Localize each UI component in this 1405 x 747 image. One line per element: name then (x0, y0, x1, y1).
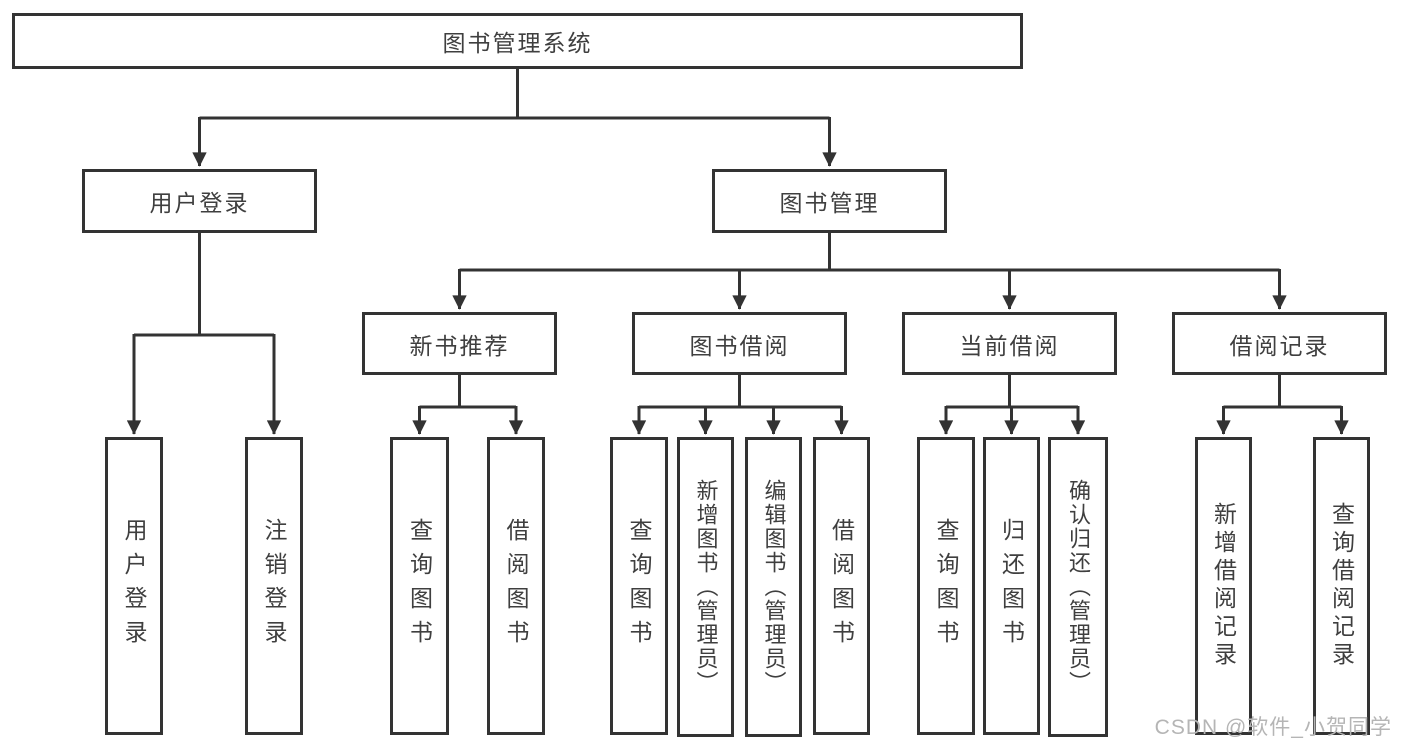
leaf-cur-query-books: 查询图书 (917, 437, 975, 735)
connector-records-split (1223, 375, 1342, 409)
leaf-label: 用户登录 (121, 518, 147, 654)
connector-newbook-split (419, 375, 516, 409)
leaf-label: 归还图书 (998, 518, 1025, 654)
node-label: 当前借阅 (959, 332, 1060, 359)
node-book-management-system: 图书管理系统 (12, 13, 1023, 69)
node-current-borrow: 当前借阅 (902, 312, 1117, 375)
node-label: 借阅记录 (1229, 332, 1330, 359)
leaf-rc-query-record: 查询借阅记录 (1313, 437, 1370, 735)
leaf-cur-return-books: 归还图书 (983, 437, 1040, 735)
node-label: 用户登录 (149, 190, 250, 216)
leaf-label: 借阅图书 (828, 518, 855, 654)
node-label: 图书管理系统 (442, 30, 593, 56)
leaf-label: 确认归还（管理员） (1066, 479, 1091, 695)
leaf-rc-add-record: 新增借阅记录 (1195, 437, 1252, 735)
csdn-watermark: CSDN @软件_小贺同学 (1154, 716, 1392, 739)
leaf-label: 查询借阅记录 (1328, 502, 1355, 670)
leaf-label: 注销登录 (261, 518, 287, 654)
node-borrow-records: 借阅记录 (1172, 312, 1387, 375)
node-user-login: 用户登录 (82, 169, 317, 233)
leaf-label: 编辑图书（管理员） (761, 479, 787, 695)
leaf-bb-query-books: 查询图书 (610, 437, 668, 735)
leaf-bb-edit-books-admin: 编辑图书（管理员） (745, 437, 802, 737)
node-book-management: 图书管理 (712, 169, 947, 233)
leaf-label: 查询图书 (406, 518, 433, 654)
connector-root-split (199, 69, 830, 120)
leaf-rec-query-books: 查询图书 (390, 437, 449, 735)
node-label: 图书借阅 (689, 332, 790, 359)
connector-current-split (946, 375, 1078, 409)
leaf-cur-confirm-return-admin: 确认归还（管理员） (1048, 437, 1108, 737)
leaf-logout: 注销登录 (245, 437, 303, 735)
leaf-user-login: 用户登录 (105, 437, 163, 735)
node-label: 新书推荐 (409, 332, 510, 359)
leaf-rec-borrow-books: 借阅图书 (487, 437, 545, 735)
leaf-bb-add-books-admin: 新增图书（管理员） (677, 437, 734, 737)
node-label: 图书管理 (779, 190, 880, 216)
leaf-label: 查询图书 (933, 518, 959, 654)
leaf-label: 新增图书（管理员） (693, 479, 719, 695)
connector-mgmt-split (459, 233, 1280, 272)
node-book-borrow: 图书借阅 (632, 312, 847, 375)
node-new-book-recommend: 新书推荐 (362, 312, 557, 375)
leaf-label: 借阅图书 (503, 518, 529, 654)
connector-borrow-split (639, 375, 842, 409)
leaf-label: 查询图书 (626, 518, 652, 654)
connector-login-split (134, 233, 274, 337)
leaf-label: 新增借阅记录 (1210, 502, 1237, 670)
leaf-bb-borrow-books: 借阅图书 (813, 437, 870, 735)
